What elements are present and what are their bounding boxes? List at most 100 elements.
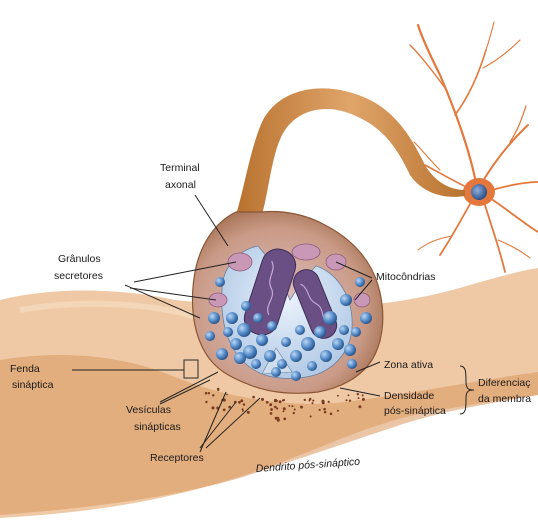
synaptic-vesicle <box>215 277 225 287</box>
receptor-dot <box>223 409 226 412</box>
label-mitocondrias: Mitocôndrias <box>376 271 436 283</box>
synaptic-vesicle <box>230 338 242 350</box>
receptor-dot <box>283 418 286 421</box>
label-granulos-1: Grânulos <box>58 253 101 265</box>
receptor-dot <box>205 401 207 403</box>
synaptic-vesicle <box>208 312 220 324</box>
label-vesiculas-2: sinápticas <box>134 421 181 433</box>
receptor-dot <box>282 399 284 401</box>
synaptic-vesicle <box>323 311 337 325</box>
receptor-dot <box>358 397 360 399</box>
receptor-dot <box>247 411 250 414</box>
label-densidade-2: pós-sináptica <box>384 405 446 417</box>
receptor-dot <box>337 395 339 397</box>
label-receptores: Receptores <box>150 452 204 464</box>
receptor-dot <box>330 413 333 416</box>
receptor-dot <box>274 399 277 402</box>
receptor-dot <box>252 396 255 399</box>
receptor-dot <box>328 401 330 403</box>
synaptic-vesicle <box>281 337 291 347</box>
receptor-dot <box>269 403 272 406</box>
label-diferenciacoes-2: da membra <box>478 393 531 405</box>
receptor-dot <box>208 392 210 394</box>
receptor-dot <box>212 394 214 396</box>
receptor-dot <box>304 399 306 401</box>
synaptic-vesicle <box>355 277 365 287</box>
synaptic-vesicle <box>223 327 233 337</box>
receptor-dot <box>347 394 349 396</box>
receptor-dot <box>217 389 219 391</box>
receptor-dot <box>358 405 361 408</box>
neuron-nucleus <box>471 184 487 200</box>
receptor-dot <box>294 408 296 410</box>
receptor-dot <box>291 405 293 407</box>
receptor-dot <box>345 399 347 401</box>
receptor-dot <box>277 419 280 422</box>
synaptic-vesicle <box>253 313 263 323</box>
receptor-dot <box>205 392 208 395</box>
receptor-dot <box>349 400 351 402</box>
label-diferenciacoes-1: Diferenciaç <box>478 377 531 389</box>
synaptic-vesicle <box>295 325 305 335</box>
synaptic-vesicle <box>340 294 352 306</box>
synaptic-vesicle <box>351 327 361 337</box>
receptor-dot <box>319 409 321 411</box>
synaptic-vesicle <box>360 312 372 324</box>
label-vesiculas-1: Vesículas <box>126 404 171 416</box>
synaptic-vesicle <box>267 321 277 331</box>
receptor-dot <box>275 417 278 420</box>
synaptic-vesicle <box>320 350 332 362</box>
receptor-dot <box>261 398 264 401</box>
synaptic-vesicle <box>347 359 357 369</box>
synaptic-vesicle <box>339 325 349 335</box>
receptor-dot <box>323 408 326 411</box>
synaptic-vesicle <box>216 348 228 360</box>
synaptic-vesicle <box>226 312 238 324</box>
synaptic-vesicle <box>271 367 281 377</box>
synaptic-vesicle <box>264 350 276 362</box>
synaptic-vesicle <box>290 350 302 362</box>
synaptic-vesicle <box>314 326 326 338</box>
synaptic-vesicle <box>241 301 251 311</box>
receptor-dot <box>310 415 312 417</box>
receptor-dot <box>288 405 290 407</box>
label-terminal-axonal-2: axonal <box>165 179 196 191</box>
synaptic-vesicle <box>251 359 261 369</box>
receptor-dot <box>279 400 282 403</box>
receptor-dot <box>276 407 278 409</box>
label-zona-ativa: Zona ativa <box>384 359 433 371</box>
synaptic-vesicle <box>205 331 215 341</box>
synaptic-vesicle <box>256 334 268 346</box>
receptor-dot <box>240 399 243 402</box>
receptor-dot <box>238 401 241 404</box>
receptor-dot <box>270 412 273 415</box>
synaptic-vesicle <box>301 337 315 351</box>
receptor-dot <box>300 406 303 409</box>
presynaptic-neuron <box>410 22 538 272</box>
receptor-dot <box>283 407 286 410</box>
receptor-dot <box>311 402 313 404</box>
axon <box>236 88 465 215</box>
synaptic-vesicle <box>234 352 246 364</box>
label-fenda-2: sináptica <box>12 379 54 391</box>
receptor-dot <box>308 399 310 401</box>
synaptic-vesicle <box>332 338 344 350</box>
receptor-dot <box>274 406 277 409</box>
label-fenda-1: Fenda <box>10 363 40 375</box>
receptor-dot <box>283 410 285 412</box>
receptor-dot <box>242 410 244 412</box>
receptor-dot <box>226 394 228 396</box>
receptor-dot <box>322 401 325 404</box>
synaptic-vesicle <box>344 344 356 356</box>
receptor-dot <box>243 403 246 406</box>
label-terminal-axonal-1: Terminal <box>160 162 200 174</box>
receptor-dot <box>357 393 359 395</box>
receptor-dot <box>266 401 269 404</box>
synaptic-vesicle <box>291 371 301 381</box>
label-densidade-1: Densidade <box>384 390 434 402</box>
receptor-dot <box>362 399 364 401</box>
label-granulos-2: secretores <box>54 270 103 282</box>
synaptic-vesicle <box>237 323 251 337</box>
